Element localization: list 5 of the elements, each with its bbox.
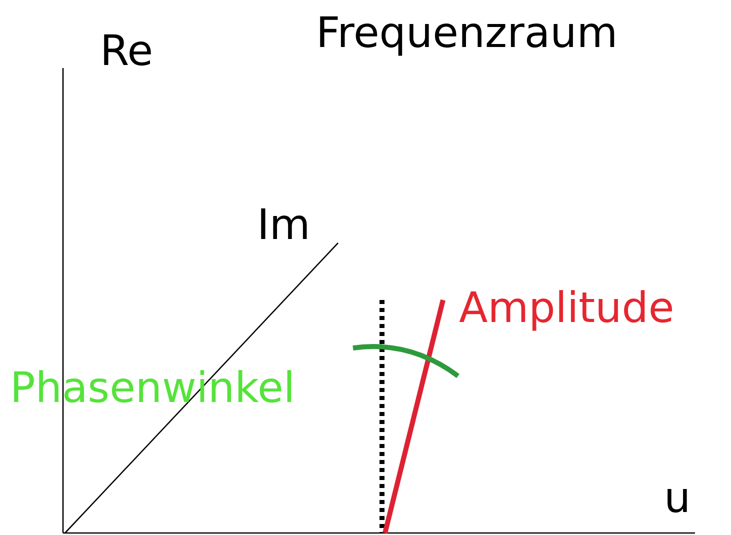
axis-label: Re <box>100 30 154 72</box>
title: Frequenzraum <box>316 12 618 54</box>
amplitude-label: Amplitude <box>459 287 674 329</box>
axis-label: u <box>664 477 691 519</box>
axis-label: Im <box>257 204 310 246</box>
